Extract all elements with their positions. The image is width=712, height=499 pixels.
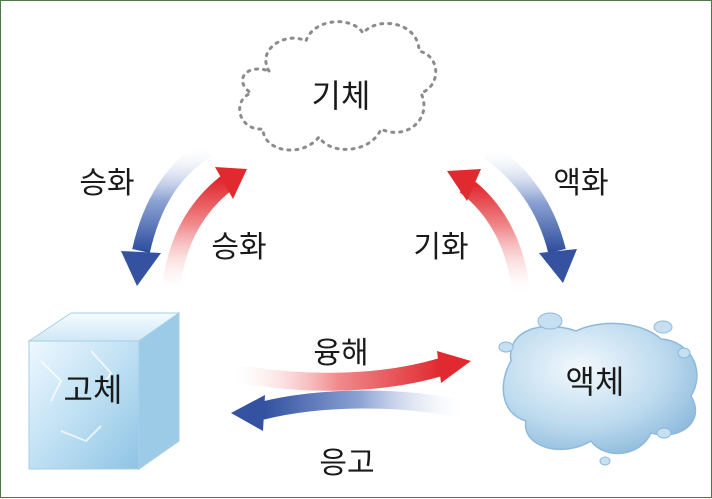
- vaporization-arrow: [447, 169, 530, 293]
- sublimation-arrow: [162, 167, 247, 291]
- condensation-arrow: [483, 143, 577, 283]
- label-sublimation-down: 승화: [79, 166, 134, 201]
- water-puddle: 액체: [498, 312, 698, 466]
- gas-cloud: 기체: [238, 20, 438, 152]
- ice-cube: 고체: [27, 312, 181, 470]
- deposition-arrow: [121, 141, 211, 286]
- label-freezing: 응고: [319, 446, 374, 481]
- freezing-arrow: [231, 390, 463, 431]
- label-vaporization: 기화: [413, 230, 468, 265]
- label-condensation: 액화: [553, 166, 608, 201]
- melting-arrow: [233, 351, 471, 391]
- gas-label: 기체: [312, 77, 371, 115]
- label-sublimation-up: 승화: [211, 230, 266, 265]
- label-melting: 융해: [313, 336, 368, 371]
- solid-label: 고체: [64, 371, 123, 409]
- liquid-label: 액체: [566, 363, 625, 401]
